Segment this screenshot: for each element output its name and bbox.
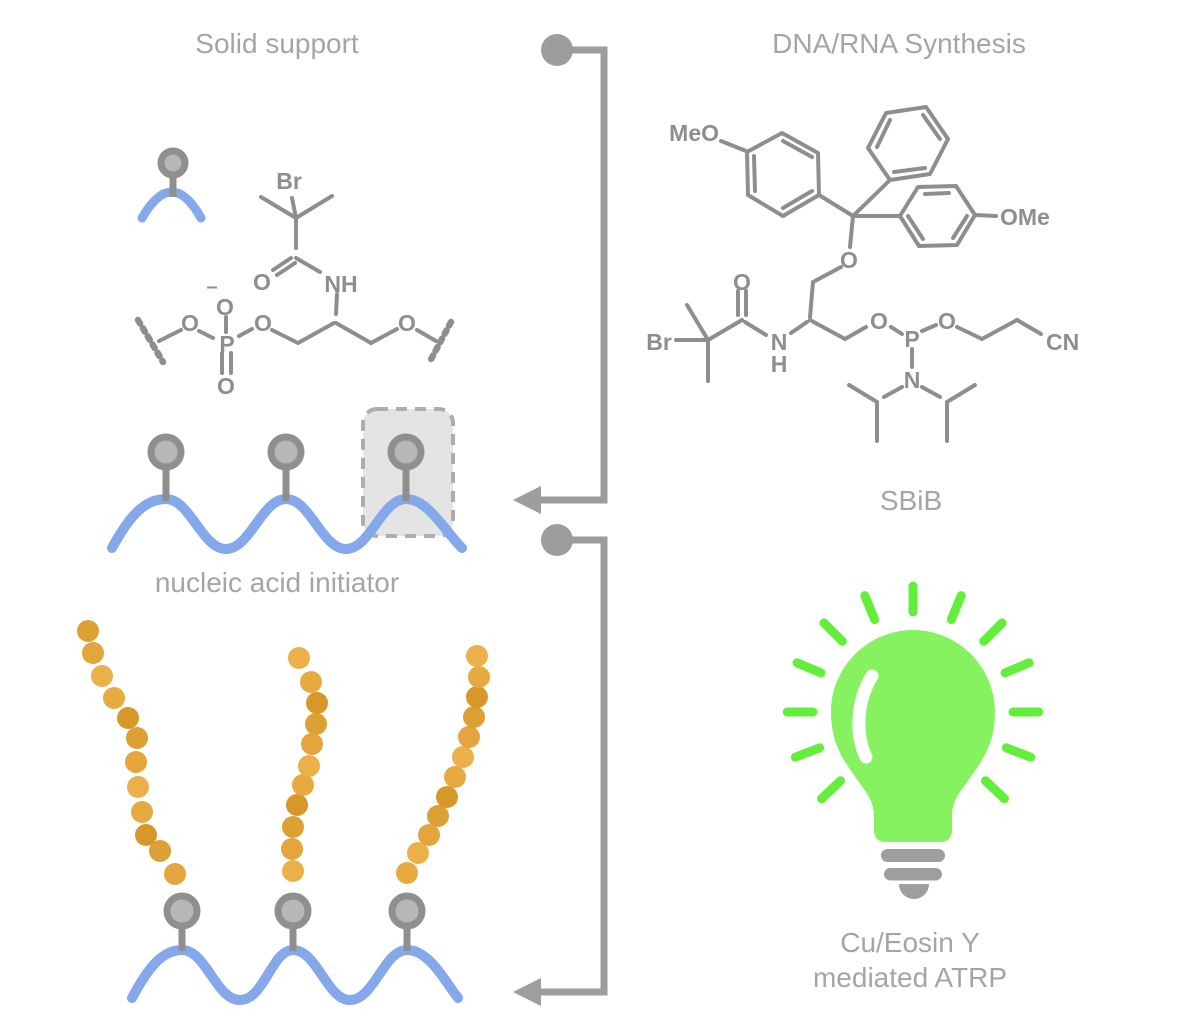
atom-label-o-ester-right: O (398, 310, 416, 336)
arrow-head-icon (513, 486, 541, 514)
initiator-bead-icon (147, 433, 185, 471)
methoxyphenyl-ring-left (745, 131, 821, 218)
dna-rna-synthesis-title: DNA/RNA Synthesis (772, 28, 1026, 59)
initiator-molecule-structure: Br O NH – O O P O O O (134, 168, 455, 399)
polymer-bead (418, 824, 440, 846)
initiator-bead-icon (387, 433, 425, 471)
atom-label-br: Br (276, 168, 302, 194)
bead-on-support-icon (137, 147, 206, 223)
polymer-bead (164, 863, 186, 885)
polymer-brush-strip (77, 620, 490, 1006)
polymer-bead (436, 786, 458, 808)
polymer-bead (117, 707, 139, 729)
atom-label-n-amine: N (904, 367, 921, 393)
polymer-continuation-squiggle (425, 318, 455, 367)
atom-label-o-ester-mid: O (254, 310, 272, 336)
polymer-bead (281, 838, 303, 860)
polymer-bead (396, 862, 418, 884)
atom-label-ome: OMe (1000, 204, 1050, 230)
charge-minus-label: – (206, 276, 217, 298)
polymer-bead (466, 645, 488, 667)
atom-label-nh: NH (324, 271, 357, 297)
nucleic-acid-initiator-caption: nucleic acid initiator (155, 567, 399, 598)
atom-label-p: P (219, 331, 234, 357)
polymer-bead (286, 794, 308, 816)
atom-label-n-amide: N (771, 329, 788, 355)
atom-label-cn: CN (1046, 329, 1079, 355)
sbib-molecule-structure: MeO OMe O Br O N H O P O CN N (646, 105, 1079, 443)
atom-label-o-phosphate-bottom: O (217, 373, 235, 399)
polymer-bead (292, 774, 314, 796)
bulb-highlight (852, 669, 879, 764)
lightbulb-icon (782, 581, 1044, 899)
atom-label-o-phosphate-top: O (216, 294, 234, 320)
atrp-caption-line2: mediated ATRP (813, 962, 1007, 993)
polymer-bead (458, 726, 480, 748)
polymer-bead (282, 816, 304, 838)
polymer-bead (127, 776, 149, 798)
arrow-head-icon (513, 978, 541, 1006)
polymer-bead (452, 746, 474, 768)
atom-label-br: Br (646, 329, 672, 355)
polymer-bead (466, 686, 488, 708)
polymer-bead (103, 687, 125, 709)
atom-label-p: P (904, 326, 919, 352)
sbib-label: SBiB (880, 485, 942, 516)
polymer-bead (91, 665, 113, 687)
support-wave (127, 944, 463, 1006)
polymer-bead (468, 666, 490, 688)
phenyl-ring (866, 105, 950, 182)
atom-label-meo: MeO (669, 120, 719, 146)
polymer-chains (77, 620, 490, 885)
bulb-base-bar (884, 868, 942, 881)
polymer-bead (131, 801, 153, 823)
bulb-base-bar (881, 849, 945, 862)
polymer-bead (306, 692, 328, 714)
atom-label-o-carbonyl: O (733, 269, 751, 295)
polymer-bead (298, 755, 320, 777)
atom-label-o-p-left: O (870, 308, 888, 334)
polymer-continuation-squiggle (134, 316, 167, 366)
atom-label-o-carbonyl: O (253, 269, 271, 295)
polymer-bead (149, 840, 171, 862)
polymer-bead (288, 647, 310, 669)
polymer-bead (82, 642, 104, 664)
initiator-bead-icon (274, 892, 312, 930)
nucleic-acid-initiator-strip (107, 407, 467, 555)
arrow-synthesis-to-initiator (513, 34, 608, 514)
atom-label-o-phosphate-left: O (181, 310, 199, 336)
arrow-atrp-to-polymer (513, 524, 608, 1006)
polymer-bead (125, 751, 147, 773)
atom-label-o-p-right: O (938, 308, 956, 334)
polymer-bead (407, 842, 429, 864)
initiator-bead-icon (388, 892, 426, 930)
initiator-bead-icon (267, 433, 305, 471)
polymer-bead (126, 727, 148, 749)
polymer-bead (135, 824, 157, 846)
atom-label-o-trityl: O (840, 247, 858, 273)
polymer-bead (305, 713, 327, 735)
polymer-bead (427, 805, 449, 827)
polymer-bead (282, 860, 304, 882)
polymer-bead (300, 671, 322, 693)
atom-label-h-amide: H (771, 351, 788, 377)
atrp-caption-line1: Cu/Eosin Y (840, 927, 980, 958)
polymer-bead (301, 733, 323, 755)
initiator-bead-icon (163, 892, 201, 930)
polymer-bead (444, 766, 466, 788)
polymer-bead (77, 620, 99, 642)
polymer-bead (463, 706, 485, 728)
bulb-base-tip (899, 884, 929, 899)
solid-support-title: Solid support (195, 28, 359, 59)
